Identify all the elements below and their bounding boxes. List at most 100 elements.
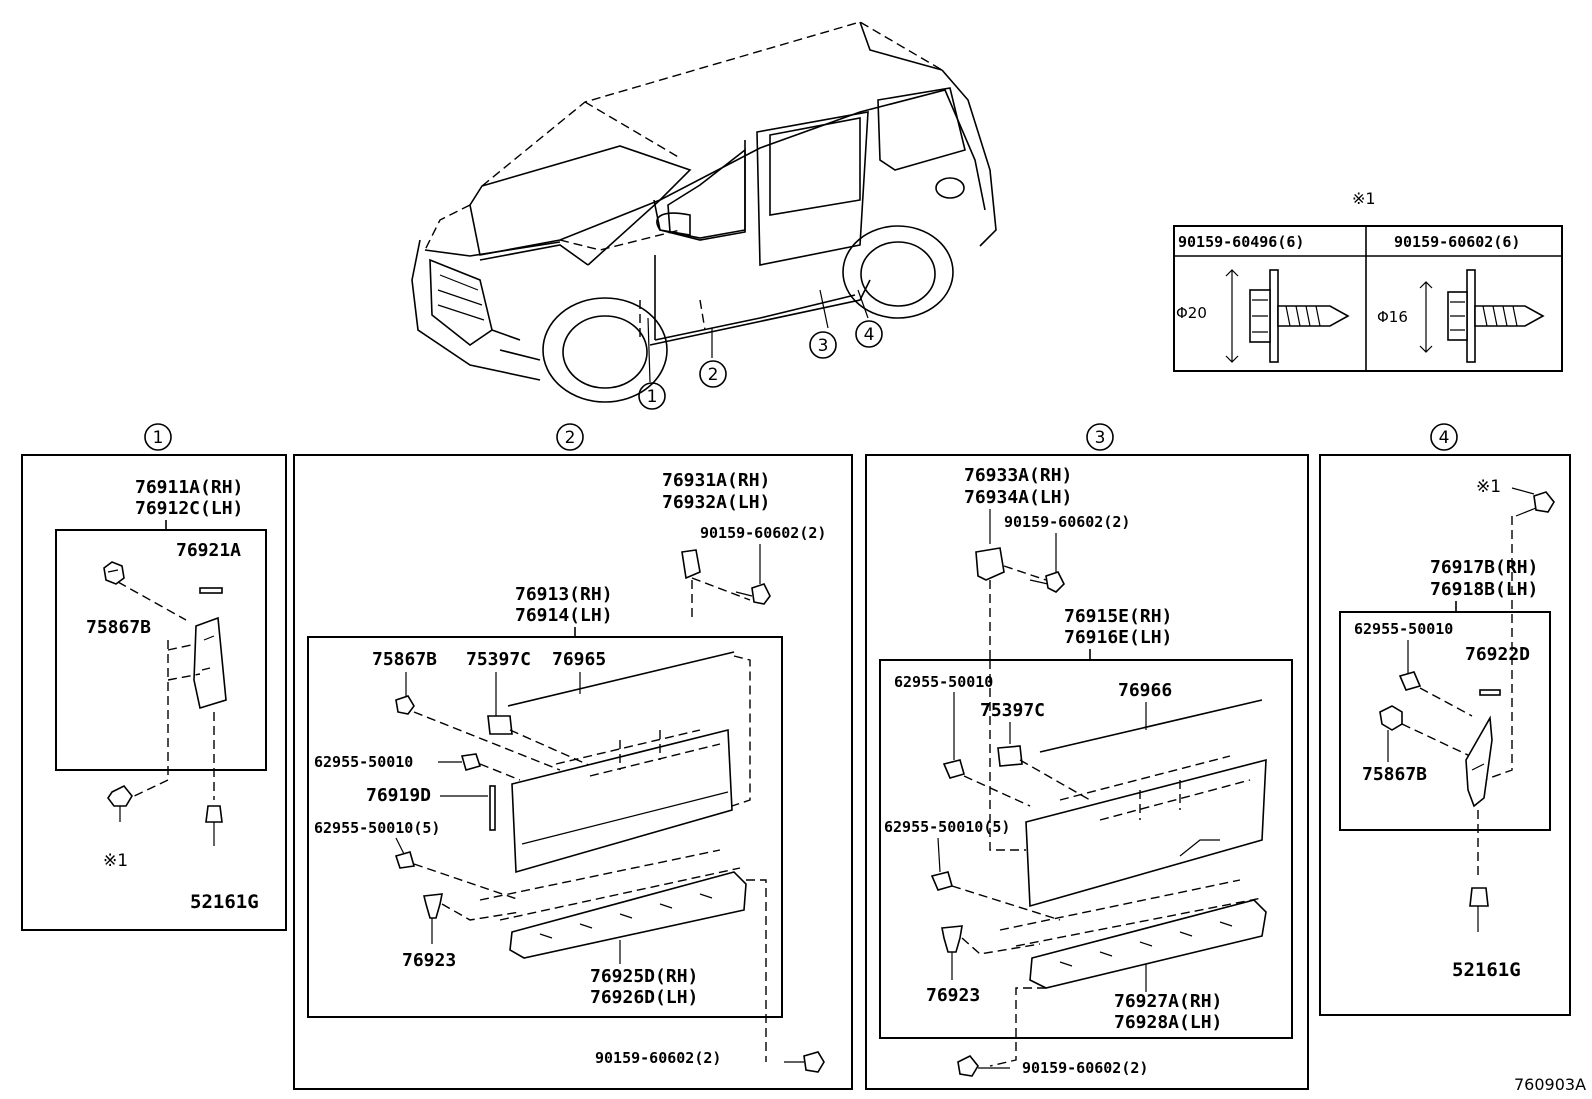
part-76916E: 76916E(LH) [1064,627,1172,648]
part-62955-50010: 62955-50010 [314,753,413,771]
car-callout-1: 1 [638,382,666,410]
section-2-number: 2 [565,428,576,448]
car-callout-4: 4 [855,320,883,348]
screw-table: ※1 90159-60496(6) 90159-60602(6) Φ20 Φ16 [1173,189,1563,372]
clip-a-icon [1398,671,1422,691]
screw-part-1: 90159-60496(6) [1178,233,1304,251]
part-76932A: 76932A(LH) [662,492,770,513]
clip-a-icon [942,759,965,779]
screw-note-ref: ※1 [1476,477,1501,497]
side-moulding-panel [1025,758,1267,908]
pillar-garnish-icon [1465,715,1493,808]
part-75867B: 75867B [1362,764,1427,785]
lower-bracket [509,871,747,959]
part-62955-50010: 62955-50010 [1354,620,1453,638]
section-3-border [865,454,1309,1090]
clip-icon [1379,705,1403,731]
screw-dim-2: Φ16 [1377,308,1408,326]
part-76913: 76913(RH) [515,584,613,605]
part-75397C: 75397C [466,649,531,670]
part-76965: 76965 [552,649,606,670]
svg-text:1: 1 [647,387,658,407]
part-76928A: 76928A(LH) [1114,1012,1222,1033]
section-3: 3 76933A(RH) 76934A(LH) 90159-60602(2) 7… [865,423,1309,1090]
section-4-border [1319,454,1571,1016]
svg-text:3: 3 [818,336,829,356]
part-76966: 76966 [1118,680,1172,701]
side-moulding-panel [511,728,733,874]
section-4: 4 ※1 76917B(RH) 76918B(LH) 62955-50010 7… [1319,423,1571,1016]
clip-b-icon [394,851,416,869]
part-76934A: 76934A(LH) [964,487,1072,508]
section-2-border [293,454,853,1090]
svg-text:4: 4 [864,325,875,345]
vehicle-illustration [411,21,997,403]
section-1-number: 1 [153,428,164,448]
screw-icon [735,583,771,605]
retainer-icon [997,745,1023,767]
part-76919D: 76919D [366,785,431,806]
svg-text:2: 2 [708,365,719,385]
part-75867B: 75867B [372,649,437,670]
part-76927A: 76927A(RH) [1114,991,1222,1012]
clip-a-icon [460,753,482,771]
part-76918B: 76918B(LH) [1430,579,1538,600]
part-76923: 76923 [402,950,456,971]
part-76917B: 76917B(RH) [1430,557,1538,578]
retainer-icon [487,715,513,735]
screw-part-2: 90159-60602(6) [1394,233,1520,251]
part-76926D: 76926D(LH) [590,987,698,1008]
screw-2-icon [1419,269,1545,363]
section-1: 1 76911A(RH) 76912C(LH) 76921A 75867B ※1 [21,423,287,931]
screw-table-note: ※1 [1352,189,1376,208]
lower-bracket [1029,899,1267,989]
screw-1-icon [1225,269,1350,363]
bottom-screw-icon [957,1054,1010,1077]
pillar-garnish-icon [193,616,227,710]
part-76921A: 76921A [176,540,241,561]
part-90159-60602-bottom: 90159-60602(2) [595,1049,721,1067]
part-76912C: 76912C(LH) [135,498,243,519]
fastener-icon [1469,887,1489,932]
part-76931A: 76931A(RH) [662,470,770,491]
screw-table-border [1173,225,1563,372]
part-90159-60602-bottom: 90159-60602(2) [1022,1059,1148,1077]
part-62955-50010-5: 62955-50010(5) [884,818,1010,836]
part-76923: 76923 [926,985,980,1006]
bracket-icon [681,549,701,580]
screw-icon [1029,571,1065,593]
part-75867B: 75867B [86,617,151,638]
part-52161G: 52161G [190,891,259,913]
clip-icon [395,695,415,715]
car-callout-3: 3 [809,331,837,359]
screw-icon [107,784,133,822]
section-4-number: 4 [1439,428,1450,448]
bracket-icon [975,547,1005,581]
screw-note-ref: ※1 [103,851,128,871]
section-1-border [21,454,287,931]
part-76914: 76914(LH) [515,605,613,626]
part-90159-60602-top: 90159-60602(2) [700,524,826,542]
clip-c-icon [423,893,443,919]
fastener-icon [205,805,223,846]
part-76933A: 76933A(RH) [964,465,1072,486]
part-76925D: 76925D(RH) [590,966,698,987]
clip-c-icon [941,925,963,953]
part-76915E: 76915E(RH) [1064,606,1172,627]
part-76922D: 76922D [1465,644,1530,665]
part-76911A: 76911A(RH) [135,477,243,498]
part-90159-60602-top: 90159-60602(2) [1004,513,1130,531]
clip-b-icon [930,871,953,891]
part-75397C: 75397C [980,700,1045,721]
diagram-id: 760903A [1514,1075,1586,1094]
screw-dim-1: Φ20 [1176,304,1207,322]
part-52161G: 52161G [1452,959,1521,981]
section-2: 2 76931A(RH) 76932A(LH) 90159-60602(2) 7… [293,423,853,1090]
section-3-number: 3 [1095,428,1106,448]
part-62955-50010-5: 62955-50010(5) [314,819,440,837]
part-62955-50010: 62955-50010 [894,673,993,691]
screw-icon [1515,491,1555,517]
car-callout-2: 2 [699,360,727,388]
clip-icon [103,561,125,585]
